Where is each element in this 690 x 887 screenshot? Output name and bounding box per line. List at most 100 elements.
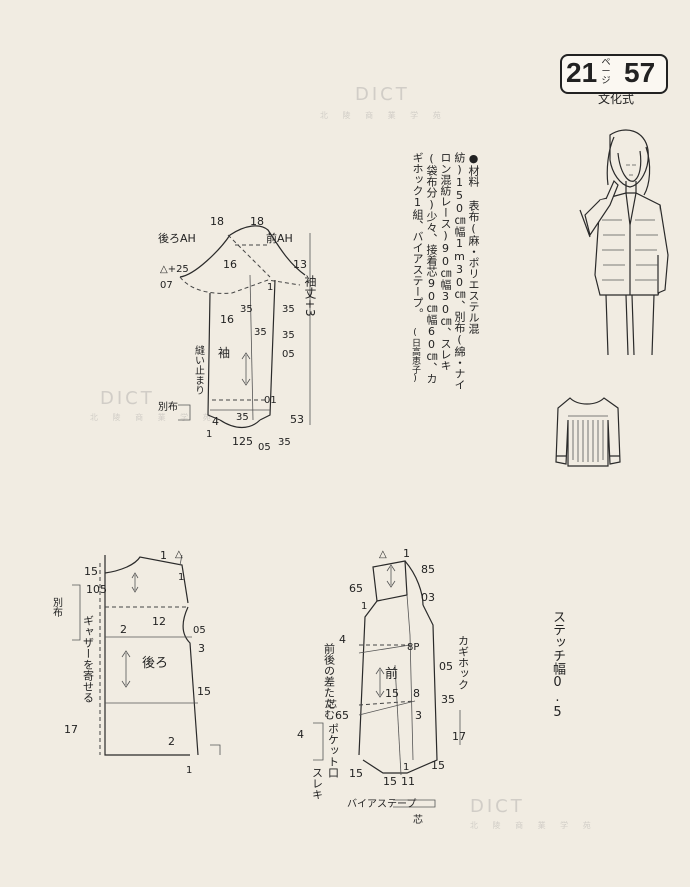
measure: 4	[297, 728, 304, 741]
sleeve-cap-line	[179, 225, 306, 278]
back-bodice-pattern: 15 105 1 △ 1 12 2 05 3 15 後ろ ギャザーを寄せる 別布…	[51, 549, 221, 775]
measure: 1	[403, 547, 410, 560]
measure: 1	[403, 762, 409, 773]
measure: 16	[220, 313, 234, 326]
measure: 1	[206, 429, 212, 440]
watermark-tagline: 北 陵 商 業 学 苑	[470, 821, 597, 830]
measure: 1	[186, 765, 192, 775]
measure: 125	[232, 435, 253, 448]
sleeve-back-seam	[207, 292, 221, 421]
back-center-line	[104, 555, 190, 756]
designer-credit: (日高恵子)	[410, 328, 420, 384]
sleki-label: スレキ	[311, 767, 324, 800]
measure: 85	[421, 563, 435, 576]
measure: 3	[198, 642, 205, 655]
measure: 1	[160, 549, 167, 562]
measure: 2	[168, 735, 175, 748]
measure: △+25	[160, 264, 189, 275]
measure: 07	[160, 280, 173, 291]
back-armhole-label: 後ろAH	[158, 231, 196, 245]
measure: 35	[278, 437, 291, 448]
model-illustration	[579, 129, 669, 355]
measure: 05	[439, 660, 453, 673]
measure: 4	[339, 633, 346, 646]
measure: 11	[401, 775, 415, 788]
sleeve-pattern: 後ろAH 前AH 18 18 △+25 07 16 13 1 16 35 35 …	[158, 215, 317, 453]
measure: 15	[84, 565, 98, 578]
measure: 53	[290, 413, 304, 426]
watermark-tagline: 北 陵 商 業 学 苑	[320, 111, 447, 120]
measure: 35	[282, 330, 295, 341]
dart-fold-note: 前後の差たたむ	[323, 642, 336, 720]
measure: 35	[441, 693, 455, 706]
measure: 17	[64, 723, 78, 736]
watermark-logo: DICT	[355, 84, 410, 105]
measure: 18	[210, 215, 224, 228]
measure: 05	[258, 442, 271, 453]
inner-blouse-sketch	[555, 397, 621, 467]
gather-label: ギャザーを寄せる	[82, 615, 95, 703]
measure: 15	[383, 775, 397, 788]
measure: 15	[385, 687, 399, 700]
other-fabric-label: 別布	[158, 401, 178, 413]
watermark-logo: DICT	[100, 388, 155, 409]
watermark-logo: DICT	[470, 796, 525, 817]
measure: 13	[293, 258, 307, 271]
measure: 65	[335, 709, 349, 722]
back-piece-label: 後ろ	[142, 656, 168, 671]
front-armhole-label: 前AH	[266, 231, 293, 245]
stitch-width-note: ステッチ幅0.5	[550, 610, 565, 720]
measure: 3	[415, 709, 422, 722]
interfacing-label: 芯	[327, 698, 337, 711]
measure: 8P	[407, 642, 419, 653]
measure: 16	[223, 258, 237, 271]
measure: 105	[86, 583, 107, 596]
measure: 1	[361, 601, 367, 612]
materials-list: ●材料 表布(麻・ポリエステル混紡)150㎝幅1m30㎝、別布(綿・ナイロン混紡…	[411, 152, 480, 390]
measure: 17	[452, 730, 466, 743]
front-piece-label: 前	[385, 666, 398, 682]
measure: 05	[282, 349, 295, 360]
dart-line-2	[358, 700, 416, 706]
back-side-seam	[182, 606, 199, 756]
page-badge: 21 ページ 57	[560, 54, 668, 94]
sleeve-length-label: 袖丈+3	[303, 274, 317, 317]
measure: 35	[282, 304, 295, 315]
measure: 1	[267, 282, 273, 293]
measure: 12	[152, 615, 166, 628]
measure: 01	[264, 395, 277, 406]
front-side-seam	[358, 600, 378, 756]
watermark-tagline: 北 陵 商 業 学 苑	[90, 413, 217, 422]
measure: 35	[236, 412, 249, 423]
measure: △	[175, 549, 183, 560]
hook-label: カギホック	[457, 635, 470, 690]
measure: 35	[240, 304, 253, 315]
drafting-method: 文化式	[598, 92, 635, 106]
measure: 4	[212, 415, 219, 428]
measure: △	[379, 549, 387, 560]
measure: 35	[254, 327, 267, 338]
front-center	[362, 604, 438, 774]
measure: 03	[421, 591, 435, 604]
measure: 05	[193, 625, 206, 636]
sleeve-label: 袖	[218, 345, 230, 360]
measure: 1	[178, 572, 184, 583]
measure: 8	[413, 687, 420, 700]
pocket-label: ポケット口	[327, 723, 340, 778]
other-fabric-label: 別布	[51, 597, 63, 618]
seam-stop-label: 縫い止まり	[193, 344, 205, 395]
sleeve-front-seam	[259, 279, 276, 421]
measure: 15	[349, 767, 363, 780]
measure: 65	[349, 582, 363, 595]
style-number: 57	[624, 57, 656, 88]
measure: 18	[250, 215, 264, 228]
measure: 2	[120, 623, 127, 636]
measure: 15	[431, 759, 445, 772]
back-shoulder	[104, 556, 189, 604]
measure: 15	[197, 685, 211, 698]
front-bodice-pattern: △ 1 85 65 03 1 4 8P 05 前 15 8 35 65 3 17…	[297, 547, 470, 826]
page-number: 21	[566, 57, 598, 88]
bias-tape-label: バイアステープ	[347, 798, 416, 810]
page-unit: ページ	[601, 58, 611, 86]
